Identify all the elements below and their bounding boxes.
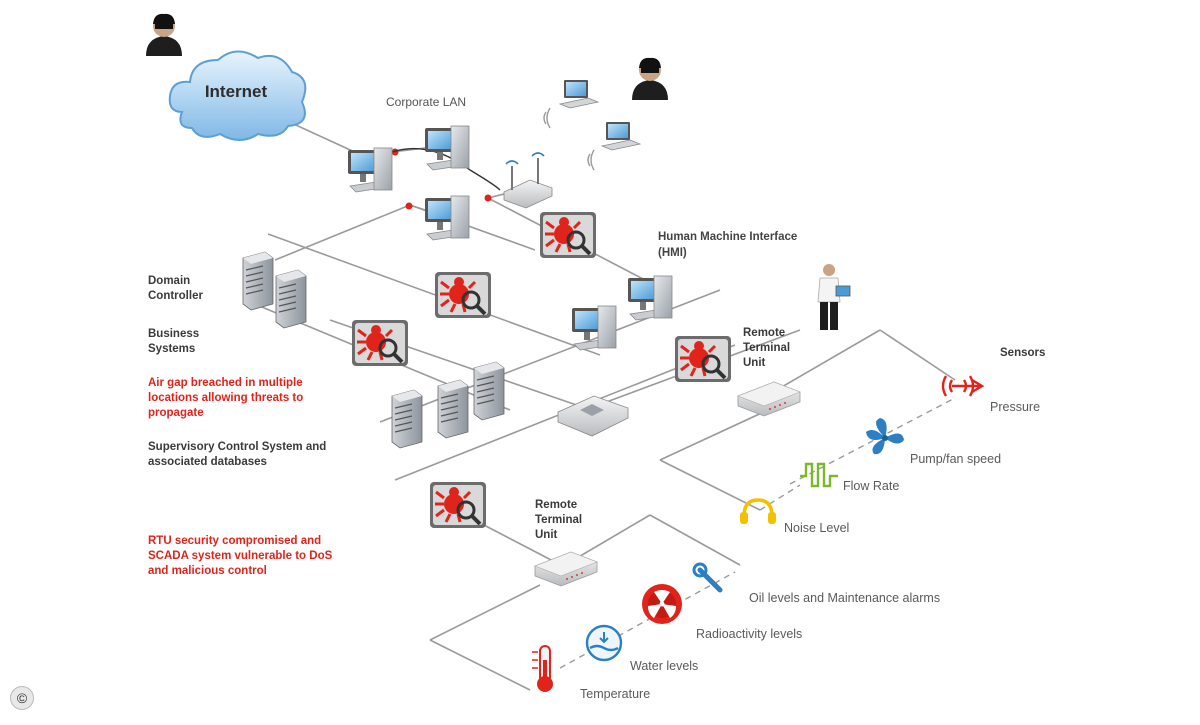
threat-bug-icon [433,270,493,320]
rtu-device-icon [737,381,801,417]
air-gap-warning: Air gap breached in multiple locations a… [148,376,348,421]
desktop-computer-icon [424,125,470,171]
server-tower-icon [437,379,469,439]
internet-label: Internet [205,82,268,101]
domain-controller-label: Domain Controller [148,274,203,304]
hmi-label: Human Machine Interface (HMI) [658,229,797,261]
desktop-computer-icon [571,305,617,351]
fan-icon [866,418,904,455]
wifi-signal-icon [543,107,595,171]
flow-rate-label: Flow Rate [843,479,900,493]
supervisory-line: associated databases [148,456,267,468]
business-systems-label: Business Systems [148,327,199,357]
server-tower-icon [275,269,307,329]
operator-person-icon [817,264,851,330]
rtu-lower-line: Unit [535,529,558,541]
rtu-compromised-line: and malicious control [148,565,267,577]
desktop-computer-icon [347,147,393,193]
rtu-compromised-line: SCADA system vulnerable to DoS [148,550,333,562]
hmi-label-line: (HMI) [658,247,687,259]
water-level-icon [585,624,623,662]
domain-controller-line: Domain [148,275,191,287]
server-tower-icon [391,389,423,449]
hacker-icon [146,13,182,57]
business-systems-line: Systems [148,343,196,355]
server-tower-icon [242,251,274,311]
air-gap-line: Air gap breached in multiple [148,377,303,389]
noise-level-label: Noise Level [784,521,850,535]
network-switch-icon [557,395,629,437]
oil-maintenance-label: Oil levels and Maintenance alarms [749,591,941,605]
radioactivity-icon [642,584,682,624]
pump-fan-label: Pump/fan speed [910,452,1002,466]
supervisory-line: Supervisory Control System and [148,441,327,453]
threat-bug-icon [673,334,733,384]
domain-controller-line: Controller [148,290,203,302]
air-gap-line: locations allowing threats to [148,392,304,404]
rtu-lower-label: Remote Terminal Unit [535,498,582,543]
threat-bug-icon [428,480,488,530]
threat-bug-icon [538,210,598,260]
air-gap-line: propagate [148,407,204,419]
rtu-compromised-line: RTU security compromised and [148,535,322,547]
hmi-computer-icon [627,275,673,321]
corporate-lan-label: Corporate LAN [386,95,467,109]
business-systems-line: Business [148,328,200,340]
rtu-upper-line: Remote [743,327,786,339]
desktop-computer-icon [424,195,470,241]
internet-cloud-icon [168,50,307,141]
pressure-icon [941,375,985,397]
radioactivity-label: Radioactivity levels [696,627,803,641]
wireless-router-icon [503,152,553,209]
rtu-compromised-warning: RTU security compromised and SCADA syste… [148,534,368,579]
sensors-label: Sensors [1000,347,1046,359]
noise-level-icon [740,498,776,524]
temperature-label: Temperature [580,687,651,701]
supervisory-label: Supervisory Control System and associate… [148,440,368,470]
rtu-upper-line: Unit [743,357,766,369]
thermometer-icon [532,645,553,692]
copyright-badge: © [10,686,34,710]
hmi-label-line: Human Machine Interface [658,231,798,243]
rtu-upper-line: Terminal [743,342,791,354]
pressure-label: Pressure [990,400,1041,414]
server-tower-icon [473,361,505,421]
flow-rate-icon [800,462,838,488]
threat-bug-icon [350,318,410,368]
hacker-icon [632,57,668,100]
rtu-lower-line: Terminal [535,514,583,526]
rtu-lower-line: Remote [535,499,578,511]
rtu-upper-label: Remote Terminal Unit [743,326,790,371]
laptop-icon [601,121,641,151]
laptop-icon [559,79,599,109]
water-levels-label: Water levels [630,659,699,673]
wrench-icon [692,562,723,593]
